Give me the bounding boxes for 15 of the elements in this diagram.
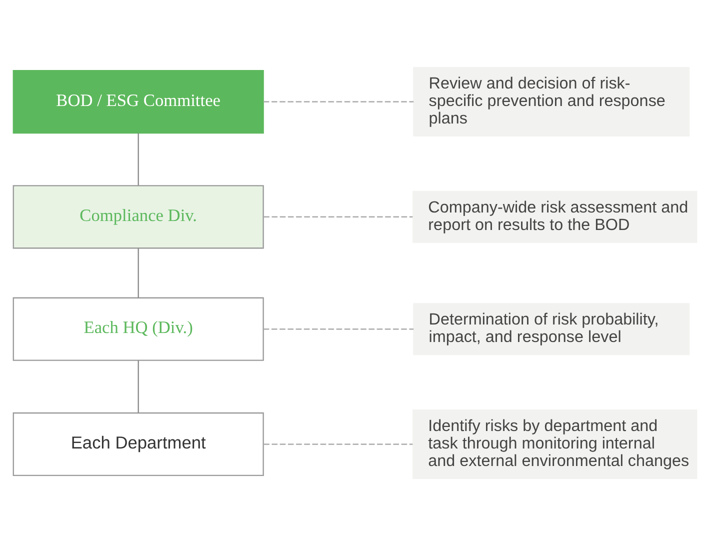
node-box: BOD / ESG Committee [12,70,264,134]
node-box: Review and decision of risk-specific prevention and response plans [413,67,690,136]
connector [138,248,139,298]
connector [138,360,139,413]
node-box: Compliance Div. [12,185,264,249]
connector [263,101,414,102]
node-box: Each HQ (Div.) [12,297,264,361]
node-box: Determination of risk probability, impact, and response level [413,303,690,356]
node-box: Each Department [12,412,264,476]
connector [138,133,139,186]
connector [264,444,413,445]
node-box: Identify risks by department and task through monitoring internal and external environmental changes [412,410,698,479]
connector [264,216,413,218]
node-box: Company-wide risk assessment and report on results to the BOD [412,190,698,243]
connector [263,328,414,330]
